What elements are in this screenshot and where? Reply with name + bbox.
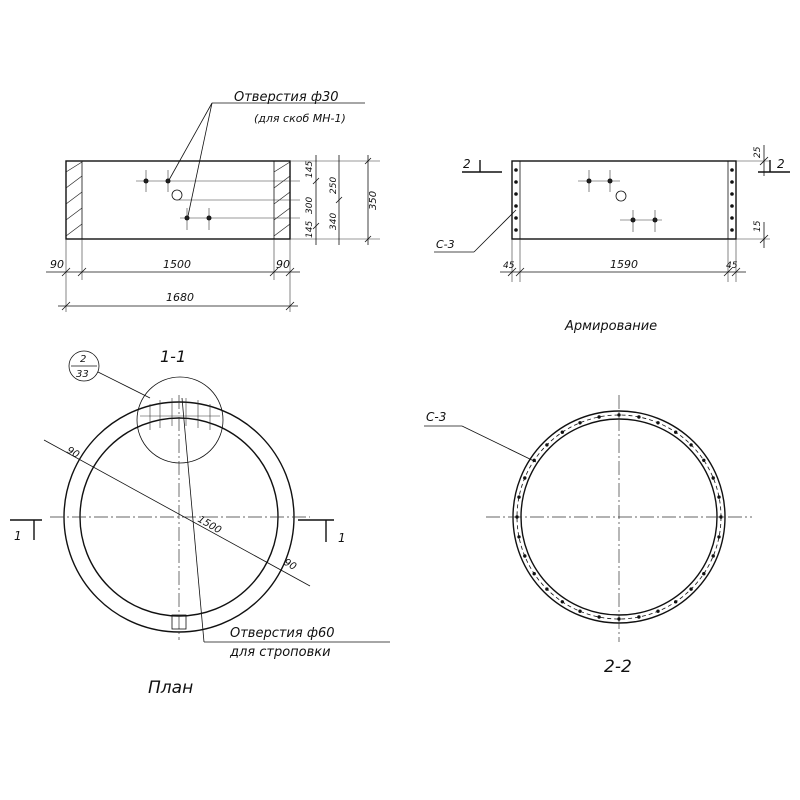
dim-overall: 1680 bbox=[166, 291, 194, 304]
lifting-hole-icon bbox=[615, 190, 627, 202]
rebar-dot bbox=[656, 421, 660, 425]
holes-60-note: для строповки bbox=[229, 645, 331, 660]
dim-340: 340 bbox=[329, 213, 339, 230]
rebar-dot bbox=[515, 515, 519, 519]
rebar-dot bbox=[523, 476, 527, 480]
rebar-dot bbox=[560, 430, 564, 434]
rebar-dot bbox=[637, 615, 641, 619]
dim-145-top: 145 bbox=[305, 161, 315, 178]
callout-top: 2 bbox=[80, 354, 86, 365]
rebar-dot bbox=[617, 413, 621, 417]
dim-arm-cover-left: 45 bbox=[503, 261, 515, 271]
holes-30-note: (для скоб МН-1) bbox=[254, 112, 346, 125]
rebar-dot bbox=[517, 495, 521, 499]
dim-300: 300 bbox=[305, 197, 315, 214]
c3-leader bbox=[461, 425, 537, 463]
section-1-1-title: 1-1 bbox=[160, 347, 186, 366]
dim-inner-span: 1500 bbox=[163, 258, 191, 271]
cut-2-label-right: 2 bbox=[777, 157, 785, 171]
callout-bottom: 33 bbox=[76, 369, 89, 380]
rebar-dot bbox=[689, 587, 693, 591]
diameter-dim-line bbox=[43, 439, 311, 587]
rebar-dot bbox=[545, 587, 549, 591]
dim-arm-top: 25 bbox=[753, 146, 763, 158]
reinforcement-title: Армирование bbox=[564, 319, 657, 334]
section-2-2-view: С-3 2-2 bbox=[424, 395, 752, 677]
rebar-dot bbox=[532, 572, 536, 576]
plan-view: 1 1 90 1500 90 1-1 2 33 Отверстия ф60 дл… bbox=[10, 347, 390, 698]
rebar-dot bbox=[560, 600, 564, 604]
rebar-dot bbox=[717, 495, 721, 499]
lifting-hole-marker bbox=[171, 614, 187, 630]
rebar-dot bbox=[702, 458, 706, 462]
dim-plan-wall-b: 90 bbox=[282, 557, 299, 573]
dim-plan-diameter: 1500 bbox=[196, 514, 224, 536]
dim-wall-left: 90 bbox=[50, 258, 64, 271]
rebar-dot bbox=[637, 415, 641, 419]
reinforcement-elevation: 2 2 С-3 25 15 45 1590 45 Армирование bbox=[434, 145, 790, 334]
dim-250: 250 bbox=[329, 177, 339, 194]
rebar-dot bbox=[711, 476, 715, 480]
hole-markers bbox=[578, 170, 662, 232]
rebar-dot bbox=[717, 535, 721, 539]
dim-350: 350 bbox=[368, 191, 379, 210]
rebar-dot bbox=[578, 609, 582, 613]
rebar-dot bbox=[719, 515, 723, 519]
rebar-dot bbox=[674, 430, 678, 434]
callout-leader bbox=[97, 371, 151, 399]
rebar-dot bbox=[689, 443, 693, 447]
plan-title: План bbox=[148, 678, 193, 698]
dim-arm-cover-right: 45 bbox=[726, 261, 738, 271]
front-elevation: Отверстия ф30 (для скоб МН-1) 90 1500 90… bbox=[46, 90, 380, 312]
rebar-dot bbox=[523, 554, 527, 558]
rebar-dot bbox=[711, 554, 715, 558]
rebar-dot bbox=[656, 609, 660, 613]
left-wall-hatch bbox=[65, 161, 83, 237]
c3-leader bbox=[473, 209, 517, 253]
right-wall-hatch bbox=[273, 161, 291, 237]
rebar-dot bbox=[674, 600, 678, 604]
c3-label: С-3 bbox=[436, 238, 455, 251]
detail-node-marks bbox=[140, 398, 220, 430]
rebar-dot bbox=[545, 443, 549, 447]
holes-60-label: Отверстия ф60 bbox=[230, 626, 335, 641]
hole-markers bbox=[136, 170, 300, 230]
rebar-dot bbox=[578, 421, 582, 425]
left-rebar-dots bbox=[514, 168, 518, 232]
rebar-dot bbox=[617, 617, 621, 621]
ring-outline bbox=[511, 160, 737, 240]
rebar-dot bbox=[597, 415, 601, 419]
rebar-dot bbox=[702, 572, 706, 576]
rebar-dot bbox=[517, 535, 521, 539]
cut-1-label-right: 1 bbox=[338, 531, 346, 545]
holes-30-label: Отверстия ф30 bbox=[234, 90, 339, 105]
dim-145-bottom: 145 bbox=[305, 221, 315, 238]
cut-1-label-left: 1 bbox=[14, 529, 22, 543]
c3-label: С-3 bbox=[426, 410, 446, 424]
dim-arm-span: 1590 bbox=[610, 258, 638, 271]
detail-node-circle bbox=[136, 376, 224, 464]
dim-wall-right: 90 bbox=[276, 258, 290, 271]
section-2-2-title: 2-2 bbox=[604, 657, 632, 677]
cut-2-label-left: 2 bbox=[463, 157, 471, 171]
detail-callout-circle bbox=[68, 350, 100, 382]
dim-arm-bottom: 15 bbox=[753, 220, 763, 232]
rebar-dot bbox=[597, 615, 601, 619]
lifting-hole-icon bbox=[171, 189, 183, 201]
right-rebar-dots bbox=[730, 168, 734, 232]
